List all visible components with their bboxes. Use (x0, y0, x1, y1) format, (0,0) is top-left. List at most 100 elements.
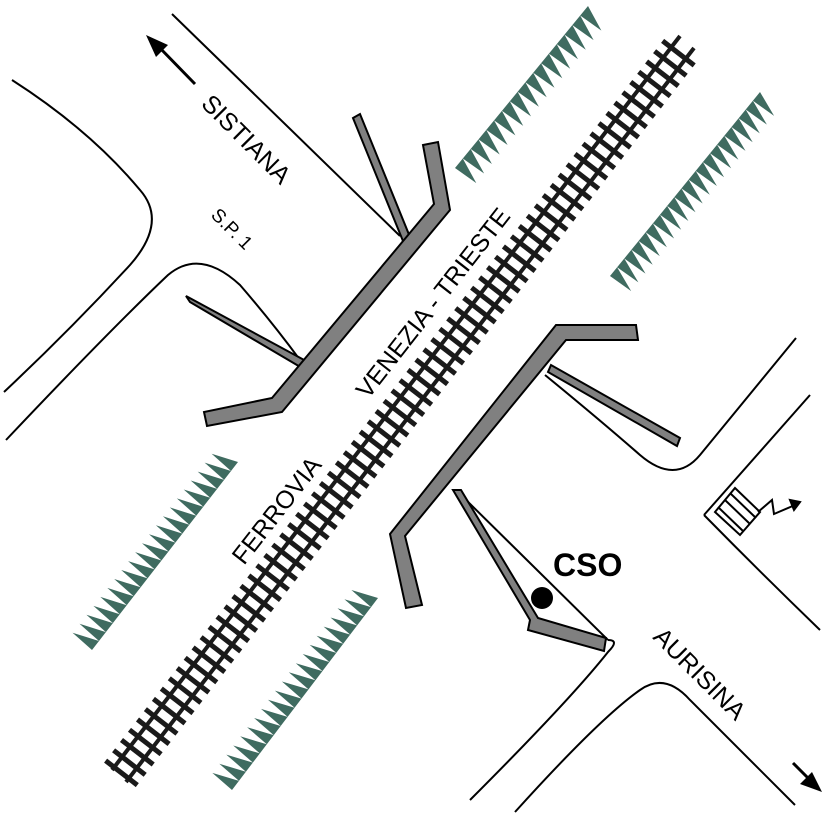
railway-tie (621, 90, 656, 119)
railway-tie (271, 542, 306, 572)
railway-tie (175, 666, 211, 695)
railway-ties (104, 38, 696, 788)
railway-tie (366, 419, 402, 448)
embankments (72, 6, 775, 790)
rail-right (124, 46, 696, 784)
railway-tie (629, 80, 664, 109)
railway-tie (613, 100, 648, 130)
railway-tie (223, 604, 259, 633)
railway-tie (589, 131, 625, 160)
railway-tie (478, 275, 513, 304)
railway-tie (104, 758, 139, 788)
railway-tie (565, 162, 601, 191)
arrow-icon-northwest (146, 35, 197, 86)
railway-tie (310, 491, 346, 520)
railway-tie (183, 655, 219, 685)
road-cso-access-edge (457, 491, 609, 641)
railway-tie (406, 367, 442, 397)
road-east-lower-edge (703, 394, 811, 516)
railway-tie (255, 563, 290, 592)
railway-tie (462, 295, 497, 325)
road-sp1-south-edge (5, 262, 301, 441)
road-east-upper-edge (544, 337, 797, 471)
railway-tie (167, 676, 203, 705)
railway-tie (119, 738, 155, 767)
railway-tie (318, 481, 354, 510)
railway-tie (414, 357, 450, 387)
railway-tie (430, 337, 466, 366)
railway-tie (581, 141, 617, 171)
road-aurisina-edge (514, 681, 796, 813)
railway-tie (215, 614, 251, 644)
railway-tie (398, 378, 434, 407)
embankment-east (610, 92, 775, 292)
railway-tie (637, 69, 672, 99)
railway-tie (645, 59, 680, 88)
embankment-west (72, 453, 238, 650)
railway-tie (239, 583, 275, 613)
ramp-south-lower (451, 489, 608, 653)
road-sp1-north-edge (3, 79, 153, 393)
railway-tie (263, 553, 298, 582)
railway-tie (151, 696, 187, 726)
rail-left (110, 34, 682, 772)
railway-tie (549, 182, 585, 212)
railway-tie (605, 110, 641, 140)
label-cso: CSO (553, 547, 622, 583)
railway-tie (326, 470, 362, 500)
railway-tie (358, 429, 394, 459)
railway-tie (493, 254, 529, 284)
label-sistiana: SISTIANA (196, 89, 297, 190)
railway-tie (159, 686, 195, 716)
road-south-west-edge (469, 639, 615, 801)
railway-tie (143, 707, 179, 736)
railway-tie (247, 573, 283, 602)
railway-tie (509, 234, 545, 263)
railway-tie (517, 224, 553, 253)
railway-tie (295, 511, 330, 541)
railway-tie (541, 193, 577, 222)
road-sistiana-north-edge (171, 13, 401, 237)
dot-marker-icon (531, 587, 553, 609)
road-network (3, 13, 821, 813)
railway-tie (287, 522, 322, 551)
railway-tie (279, 532, 314, 561)
embankment-south (212, 590, 378, 790)
railway-tie (533, 203, 569, 232)
railway-tie (334, 460, 370, 489)
platform-north (202, 140, 452, 428)
railway-track (104, 34, 696, 788)
platforms (185, 112, 682, 653)
railway-tie (302, 501, 338, 530)
railway-tie (127, 727, 163, 757)
railway-tie (438, 326, 473, 356)
railway-tie (661, 38, 696, 68)
railway-tie (112, 748, 147, 777)
railway-tie (422, 347, 458, 376)
railway-tie (446, 316, 481, 345)
railway-tie (557, 172, 593, 202)
railway-tie (382, 398, 418, 428)
label-road-code: S.P. 1 (206, 205, 256, 255)
road-east-curb (703, 514, 821, 631)
arrow-icon-southeast (791, 761, 822, 792)
railway-tie (135, 717, 171, 746)
railway-tie (191, 645, 227, 674)
railway-tie (350, 439, 386, 469)
railway-tie (501, 244, 537, 273)
railway-tie (525, 213, 561, 243)
railway-tie (470, 285, 505, 315)
railway-tie (454, 306, 489, 335)
ramp-north-upper (351, 112, 414, 248)
railway-tie (207, 624, 243, 654)
railway-tie (573, 152, 609, 181)
railway-tie (485, 265, 521, 294)
embankment-north-east (455, 6, 602, 184)
railway-tie (597, 121, 633, 150)
antenna-icon (713, 486, 802, 537)
railway-tie (390, 388, 426, 417)
railway-tie (653, 49, 688, 78)
ramp-south-upper (546, 363, 682, 448)
railway-tie (199, 635, 235, 664)
railway-tie (231, 594, 267, 623)
